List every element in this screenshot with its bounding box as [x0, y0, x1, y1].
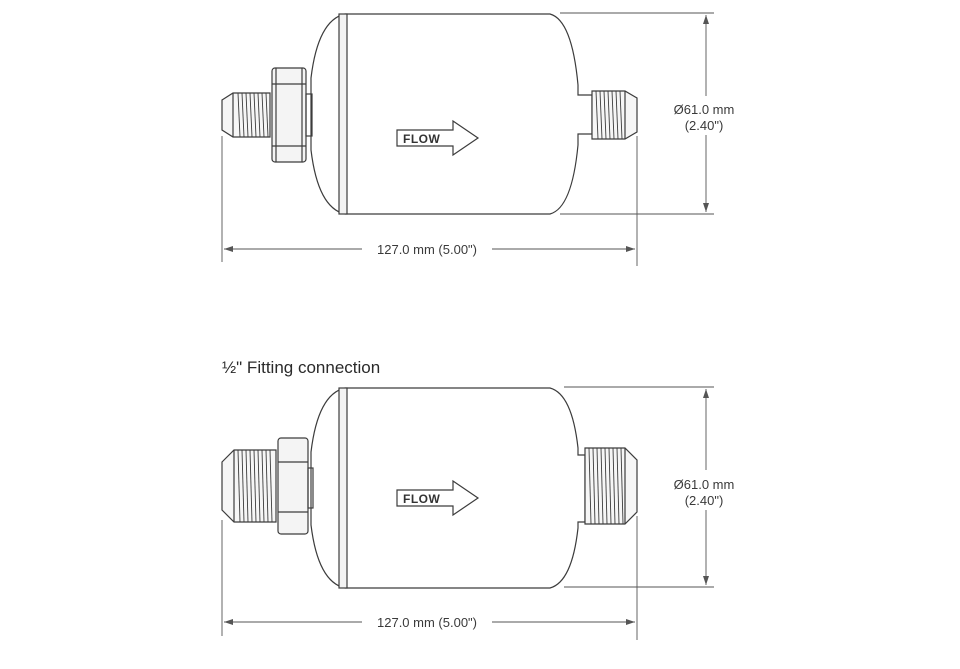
thread-line: [588, 447, 592, 525]
shell-body: [310, 13, 593, 215]
thread-line: [607, 90, 611, 140]
thread-line: [600, 447, 604, 525]
thread-line: [612, 447, 616, 525]
thread-line: [619, 90, 623, 140]
end-cap-band: [338, 13, 348, 215]
thread-line: [241, 92, 245, 138]
thread-line: [237, 92, 241, 138]
thread-line: [253, 92, 257, 138]
right-fitting: [591, 90, 638, 140]
thread-line: [237, 449, 241, 523]
dimension-lines-bottom: [221, 386, 714, 640]
diameter-dimension-label: Ø61.0 mm: [674, 477, 735, 492]
thread-line: [603, 90, 607, 140]
diameter-imperial-label: (2.40"): [685, 493, 724, 508]
thread-line: [608, 447, 612, 525]
section-title: ½" Fitting connection: [222, 358, 380, 377]
thread-line: [245, 92, 249, 138]
thread-line: [261, 449, 265, 523]
shell-body: [310, 387, 586, 589]
filter-drier-drawing-bottom: [221, 387, 638, 589]
thread-line: [596, 447, 600, 525]
flow-arrow-top: FLOW: [396, 119, 480, 157]
thread-line: [269, 449, 273, 523]
left-fitting: [221, 92, 271, 138]
end-cap-band: [338, 387, 348, 589]
thread-line: [604, 447, 608, 525]
thread-line: [611, 90, 615, 140]
right-fitting: [584, 447, 638, 525]
thread-line: [265, 449, 269, 523]
diameter-imperial-label: (2.40"): [685, 118, 724, 133]
length-dimension-label: 127.0 mm (5.00"): [377, 242, 477, 257]
flow-label: FLOW: [403, 492, 440, 506]
length-dimension-label: 127.0 mm (5.00"): [377, 615, 477, 630]
thread-line: [261, 92, 265, 138]
left-fitting: [221, 449, 277, 523]
thread-line: [592, 447, 596, 525]
thread-line: [245, 449, 249, 523]
thread-line: [620, 447, 624, 525]
thread-line: [241, 449, 245, 523]
flow-label: FLOW: [403, 132, 440, 146]
thread-line: [253, 449, 257, 523]
hex-nut: [271, 67, 313, 163]
thread-line: [257, 92, 261, 138]
thread-line: [599, 90, 603, 140]
dimension-lines-top: [221, 12, 714, 266]
filter-drier-drawing-top: [221, 13, 638, 215]
thread-line: [616, 447, 620, 525]
thread-line: [265, 92, 269, 138]
thread-line: [249, 449, 253, 523]
thread-line: [249, 92, 253, 138]
flow-arrow-bottom: FLOW: [396, 479, 480, 517]
diameter-dimension-label: Ø61.0 mm: [674, 102, 735, 117]
thread-line: [595, 90, 599, 140]
hex-nut: [277, 437, 314, 535]
thread-line: [257, 449, 261, 523]
thread-line: [615, 90, 619, 140]
